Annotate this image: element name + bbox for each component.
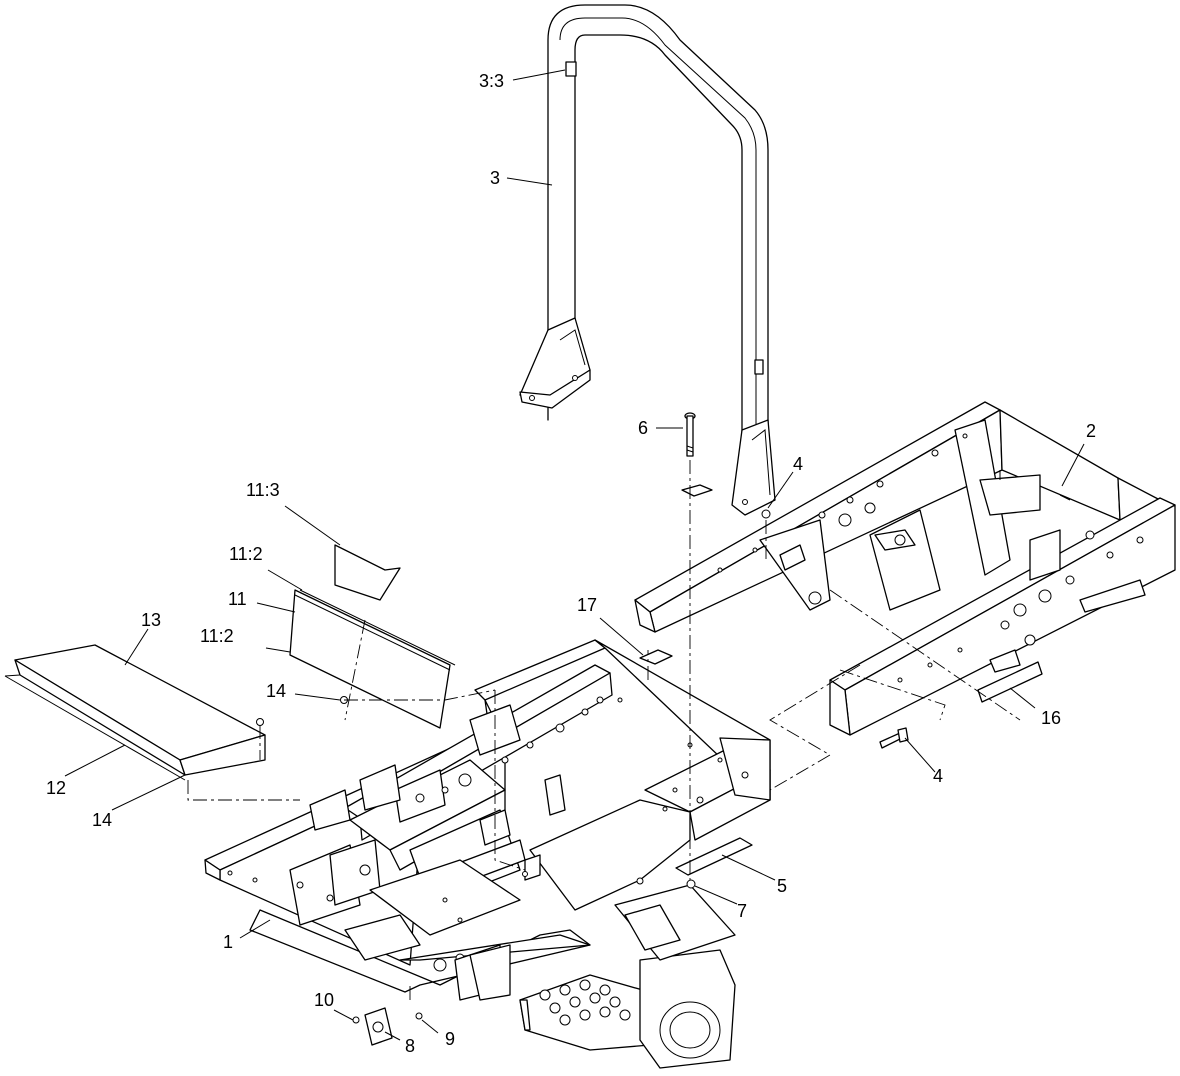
screw-14-panel xyxy=(256,718,264,726)
bolt-4-top xyxy=(761,509,771,519)
panel-11-3-decal xyxy=(334,544,401,601)
leader-lines xyxy=(64,69,1085,1041)
callout-5: 5 xyxy=(777,876,787,896)
front-frame xyxy=(204,639,771,1001)
callout-10: 10 xyxy=(314,990,334,1010)
callout-11: 11 xyxy=(228,589,247,609)
callout-16: 16 xyxy=(1041,708,1061,728)
callout-11-3: 11:3 xyxy=(246,480,280,500)
roll-bar xyxy=(519,4,776,516)
panel-12-13 xyxy=(4,644,266,781)
callout-3-3: 3:3 xyxy=(479,71,504,91)
callout-7: 7 xyxy=(737,901,747,921)
screw-9 xyxy=(415,1012,423,1020)
nut-7 xyxy=(686,879,696,889)
washer-plate-6 xyxy=(681,484,713,497)
callout-14-top: 14 xyxy=(266,681,286,701)
rear-frame xyxy=(634,401,1176,736)
callout-14-bottom: 14 xyxy=(92,810,112,830)
assembly-centerlines xyxy=(187,460,1021,1000)
callout-4-bottom: 4 xyxy=(933,766,943,786)
callout-1: 1 xyxy=(223,932,233,952)
callout-8: 8 xyxy=(405,1036,415,1056)
callout-17: 17 xyxy=(577,595,597,615)
callout-6: 6 xyxy=(638,418,648,438)
decal-17 xyxy=(639,649,673,665)
callout-labels: 3:3 3 6 4 2 11:3 11:2 11 11:2 13 17 14 1… xyxy=(46,71,1096,1056)
callout-11-2-top: 11:2 xyxy=(229,544,263,564)
step-assembly xyxy=(519,877,736,1069)
callout-12: 12 xyxy=(46,778,66,798)
callout-4-top: 4 xyxy=(793,454,803,474)
nut-10 xyxy=(352,1016,360,1024)
callout-13: 13 xyxy=(141,610,161,630)
decal-16 xyxy=(977,661,1043,703)
callout-11-2-bottom: 11:2 xyxy=(200,626,234,646)
bolt-6 xyxy=(684,412,696,457)
callout-9: 9 xyxy=(445,1029,455,1049)
plate-5 xyxy=(675,837,753,876)
panel-11 xyxy=(289,589,456,729)
plate-8 xyxy=(364,1007,393,1046)
bolt-4-bottom xyxy=(879,727,909,749)
callout-3: 3 xyxy=(490,168,500,188)
callout-2: 2 xyxy=(1086,421,1096,441)
